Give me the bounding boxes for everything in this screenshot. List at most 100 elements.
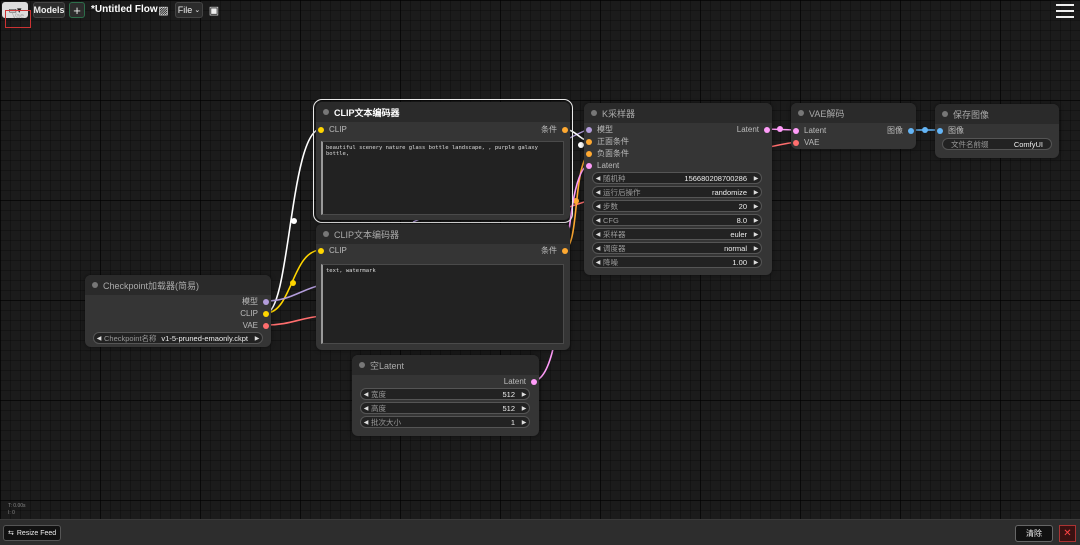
decrement-arrow-icon[interactable]: ◀ [96,335,102,342]
conditioning-output-slot[interactable]: 条件 [541,245,568,256]
image-input-slot[interactable]: 图像 [937,125,964,136]
decrement-arrow-icon[interactable]: ◀ [363,405,369,412]
decrement-arrow-icon[interactable]: ◀ [595,189,601,196]
image-output-slot[interactable]: 图像 [887,125,914,136]
vae-output-dot[interactable] [263,322,269,329]
increment-arrow-icon[interactable]: ▶ [753,175,759,182]
collapse-dot[interactable] [798,110,804,116]
collapse-dot[interactable] [359,362,365,368]
slot-label: 正面条件 [597,137,629,146]
clip-input-slot[interactable]: CLIP [318,245,347,256]
collapse-dot[interactable] [92,282,98,288]
model-output-slot[interactable]: 模型 [242,296,269,307]
clip-input-dot[interactable] [318,126,324,133]
prompt-text-area[interactable]: text, watermark [321,264,564,344]
conditioning-output-dot[interactable] [562,247,568,254]
resize-feed-button[interactable]: ⇆ Resize Feed [3,525,62,541]
decrement-arrow-icon[interactable]: ◀ [595,217,601,224]
latent-output-dot[interactable] [764,126,770,133]
widget-label: Checkpoint名称 [104,333,157,343]
negative-input-slot[interactable]: 负面条件 [586,148,629,159]
empty-latent-node[interactable]: 空Latent Latent ◀ 宽度 512 ▶ ◀ 高度 512 ▶ ◀ 批… [352,355,539,436]
save-icon[interactable]: ▣ [208,4,220,17]
clip-text-encode-negative-node[interactable]: CLIP文本编码器 CLIP 条件 text, watermark [316,224,570,350]
increment-arrow-icon[interactable]: ▶ [753,203,759,210]
denoise-widget[interactable]: ◀ 降噪 1.00 ▶ [592,256,762,268]
increment-arrow-icon[interactable]: ▶ [521,419,527,426]
vae-decode-node[interactable]: VAE解码 Latent 图像 VAE [791,103,916,149]
ckpt-name-combo[interactable]: ◀ Checkpoint名称 v1-5-pruned-emaonly.ckpt … [93,332,263,344]
clear-button[interactable]: 清除 [1015,525,1053,542]
file-menu-button[interactable]: File ⌄ [175,2,203,18]
conditioning-output-slot[interactable]: 条件 [541,124,568,135]
collapse-dot[interactable] [942,111,948,117]
save-image-node[interactable]: 保存图像 图像 文件名前缀 ComfyUI [935,104,1059,158]
close-icon[interactable]: ✕ [1059,525,1076,542]
link-midpoint [291,218,297,224]
vae-input-slot[interactable]: VAE [793,137,819,148]
increment-arrow-icon[interactable]: ▶ [753,189,759,196]
collapse-dot[interactable] [591,110,597,116]
checkpoint-loader-node[interactable]: Checkpoint加载器(简易) 模型 CLIP VAE ◀ Checkpoi… [85,275,271,347]
decrement-arrow-icon[interactable]: ◀ [595,245,601,252]
latent-input-slot[interactable]: Latent [793,125,826,136]
models-button[interactable]: Models [33,2,65,18]
latent-input-dot[interactable] [586,162,592,169]
collapse-dot[interactable] [323,109,329,115]
latent-output-slot[interactable]: Latent [737,124,770,135]
widget-label: CFG [603,215,619,225]
latent-input-dot[interactable] [793,127,799,134]
ksampler-node[interactable]: K采样器 模型 Latent 正面条件 负面条件 Latent ◀ 随机种 15… [584,103,772,275]
decrement-arrow-icon[interactable]: ◀ [595,259,601,266]
increment-arrow-icon[interactable]: ▶ [521,391,527,398]
model-input-dot[interactable] [586,126,592,133]
positive-input-slot[interactable]: 正面条件 [586,136,629,147]
negative-input-dot[interactable] [586,150,592,157]
vae-output-slot[interactable]: VAE [243,320,269,331]
node-title-bar: Checkpoint加载器(简易) [85,275,271,295]
steps-widget[interactable]: ◀ 步数 20 ▶ [592,200,762,212]
seed-widget[interactable]: ◀ 随机种 156680208700286 ▶ [592,172,762,184]
decrement-arrow-icon[interactable]: ◀ [363,391,369,398]
latent-output-dot[interactable] [531,378,537,385]
decrement-arrow-icon[interactable]: ◀ [595,175,601,182]
height-widget[interactable]: ◀ 高度 512 ▶ [360,402,530,414]
collapse-dot[interactable] [323,231,329,237]
clip-input-dot[interactable] [318,247,324,254]
slot-label: 负面条件 [597,149,629,158]
sampler-widget[interactable]: ◀ 采样器 euler ▶ [592,228,762,240]
increment-arrow-icon[interactable]: ▶ [753,245,759,252]
increment-arrow-icon[interactable]: ▶ [753,259,759,266]
increment-arrow-icon[interactable]: ▶ [521,405,527,412]
image-icon[interactable]: ▨ [158,4,169,17]
vae-input-dot[interactable] [793,139,799,146]
positive-input-dot[interactable] [586,138,592,145]
add-flow-button[interactable]: + [69,2,85,18]
cfg-widget[interactable]: ◀ CFG 8.0 ▶ [592,214,762,226]
increment-arrow-icon[interactable]: ▶ [254,335,260,342]
increment-arrow-icon[interactable]: ▶ [753,231,759,238]
decrement-arrow-icon[interactable]: ◀ [363,419,369,426]
batch-size-widget[interactable]: ◀ 批次大小 1 ▶ [360,416,530,428]
latent-output-slot[interactable]: Latent [504,376,537,387]
image-input-dot[interactable] [937,127,943,134]
clip-text-encode-positive-node[interactable]: CLIP文本编码器 CLIP 条件 beautiful scenery natu… [313,99,573,223]
control-after-generate-widget[interactable]: ◀ 运行后操作 randomize ▶ [592,186,762,198]
filename-prefix-widget[interactable]: 文件名前缀 ComfyUI [942,138,1052,150]
decrement-arrow-icon[interactable]: ◀ [595,231,601,238]
decrement-arrow-icon[interactable]: ◀ [595,203,601,210]
image-output-dot[interactable] [908,127,914,134]
scheduler-widget[interactable]: ◀ 调度器 normal ▶ [592,242,762,254]
clip-output-slot[interactable]: CLIP [240,308,269,319]
hamburger-menu-icon[interactable] [1056,4,1074,18]
model-input-slot[interactable]: 模型 [586,124,613,135]
latent-input-slot[interactable]: Latent [586,160,619,171]
conditioning-output-dot[interactable] [562,126,568,133]
clip-input-slot[interactable]: CLIP [318,124,347,135]
clip-output-dot[interactable] [263,310,269,317]
slot-label: 条件 [541,246,557,255]
model-output-dot[interactable] [263,298,269,305]
width-widget[interactable]: ◀ 宽度 512 ▶ [360,388,530,400]
prompt-text-area[interactable]: beautiful scenery nature glass bottle la… [321,141,564,215]
increment-arrow-icon[interactable]: ▶ [753,217,759,224]
